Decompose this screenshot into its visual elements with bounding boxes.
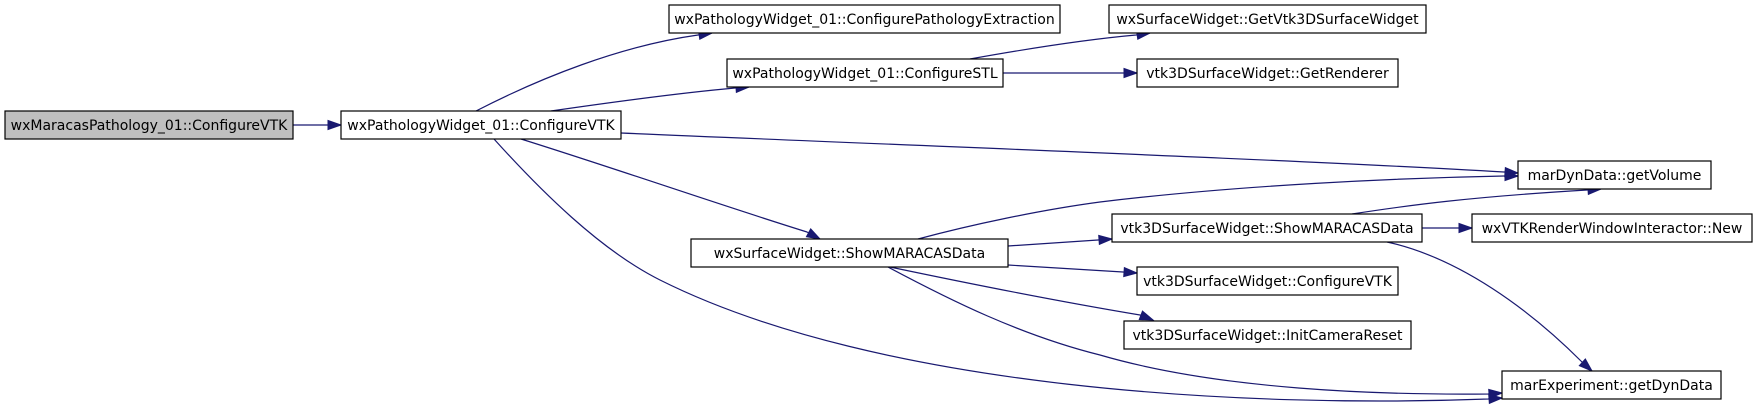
node-box [690, 238, 1009, 268]
arrowhead-icon [1578, 358, 1594, 373]
edge-line [493, 138, 1503, 402]
node-box [1136, 58, 1399, 88]
edge-pw_configureVTK-to-sw_showMARACASData [520, 138, 822, 240]
node-label: vtk3DSurfaceWidget::GetRenderer [1146, 66, 1389, 82]
node-v3d-initCameraReset[interactable]: vtk3DSurfaceWidget::InitCameraReset [1123, 320, 1412, 350]
node-pw-configureVTK[interactable]: wxPathologyWidget_01::ConfigureVTK [340, 110, 622, 140]
edge-pw_configureVTK-to-md_getVolume [620, 132, 1520, 178]
edge-line [620, 132, 1519, 174]
edge-v3d_showMARACASData-to-md_getVolume [1351, 184, 1603, 215]
node-box [1123, 320, 1412, 350]
node-label: wxVTKRenderWindowInteractor::New [1482, 221, 1743, 237]
node-label: wxSurfaceWidget::GetVtk3DSurfaceWidget [1116, 12, 1419, 28]
node-label: marExperiment::getDynData [1510, 378, 1713, 394]
edge-line [520, 138, 821, 240]
node-sw-showMARACASData[interactable]: wxSurfaceWidget::ShowMARACASData [690, 238, 1009, 268]
edge-line [475, 32, 713, 112]
arrowhead-icon [1488, 388, 1504, 400]
edge-line [550, 86, 750, 112]
arrowhead-icon [1504, 170, 1520, 182]
arrowhead-icon [805, 228, 822, 240]
node-box [1111, 213, 1423, 243]
edge-root-to-pw_configureVTK [293, 119, 343, 131]
edge-v3d_showMARACASData-to-rwi_new [1422, 222, 1474, 234]
edge-pw_configureVTK-to-pw_configureSTL [550, 82, 751, 112]
node-box [1501, 370, 1722, 400]
edge-line [1007, 264, 1138, 274]
node-sw-getVtk3DSurfaceWidget[interactable]: wxSurfaceWidget::GetVtk3DSurfaceWidget [1108, 4, 1427, 34]
node-box [726, 58, 1004, 88]
arrowhead-icon [1098, 234, 1114, 246]
node-label: wxPathologyWidget_01::ConfigureVTK [347, 118, 615, 134]
arrowhead-icon [1458, 222, 1474, 234]
edge-line [917, 175, 1518, 240]
node-label: wxPathologyWidget_01::ConfigurePathology… [674, 12, 1055, 28]
edge-line [889, 266, 1154, 321]
arrowhead-icon [1138, 310, 1155, 321]
arrowhead-icon [327, 119, 343, 131]
edge-line [1386, 241, 1593, 372]
node-box [340, 110, 622, 140]
node-label: vtk3DSurfaceWidget::ConfigureVTK [1143, 274, 1393, 290]
node-label: wxSurfaceWidget::ShowMARACASData [714, 246, 985, 262]
edge-line [1007, 238, 1113, 247]
edge-line [1351, 188, 1602, 215]
node-rwi-new[interactable]: wxVTKRenderWindowInteractor::New [1471, 213, 1753, 243]
edge-sw_showMARACASData-to-md_getVolume [917, 170, 1520, 240]
node-box [668, 4, 1061, 34]
node-label: vtk3DSurfaceWidget::ShowMARACASData [1120, 221, 1413, 237]
nodes-layer: wxMaracasPathology_01::ConfigureVTK wxPat… [4, 4, 1753, 400]
node-label: wxPathologyWidget_01::ConfigureSTL [732, 66, 998, 82]
node-box [1136, 266, 1399, 296]
edge-sw_showMARACASData-to-v3d_showMARACASData [1007, 234, 1114, 247]
node-box [1471, 213, 1753, 243]
arrowhead-icon [1123, 67, 1139, 79]
node-v3d-showMARACASData[interactable]: vtk3DSurfaceWidget::ShowMARACASData [1111, 213, 1423, 243]
node-box [4, 110, 294, 140]
arrowhead-icon [1123, 266, 1139, 278]
node-md-getVolume[interactable]: marDynData::getVolume [1517, 160, 1712, 190]
edges-layer [293, 29, 1603, 405]
node-v3d-configureVTK[interactable]: vtk3DSurfaceWidget::ConfigureVTK [1136, 266, 1399, 296]
node-label: vtk3DSurfaceWidget::InitCameraReset [1132, 328, 1403, 344]
edge-v3d_showMARACASData-to-me_getDynData [1386, 241, 1594, 373]
node-label: wxMaracasPathology_01::ConfigureVTK [11, 118, 288, 134]
edge-line [969, 32, 1151, 60]
node-v3d-getRenderer[interactable]: vtk3DSurfaceWidget::GetRenderer [1136, 58, 1399, 88]
edge-sw_showMARACASData-to-v3d_initCameraReset [889, 266, 1155, 321]
edge-pw_configureSTL-to-v3d_getRenderer [1003, 67, 1139, 79]
node-box [1108, 4, 1427, 34]
node-pw-configureSTL[interactable]: wxPathologyWidget_01::ConfigureSTL [726, 58, 1004, 88]
edge-pw_configureVTK-to-pw_configurePathologyExtraction [475, 29, 714, 112]
node-root[interactable]: wxMaracasPathology_01::ConfigureVTK [4, 110, 294, 140]
edge-sw_showMARACASData-to-me_getDynData [887, 266, 1504, 400]
node-box [1517, 160, 1712, 190]
edge-pw_configureSTL-to-sw_getVtk3DSurfaceWidget [969, 29, 1152, 60]
node-pw-configurePathologyExtraction[interactable]: wxPathologyWidget_01::ConfigurePathology… [668, 4, 1061, 34]
edge-line [887, 266, 1503, 395]
node-label: marDynData::getVolume [1528, 168, 1702, 184]
node-me-getDynData[interactable]: marExperiment::getDynData [1501, 370, 1722, 400]
edge-sw_showMARACASData-to-v3d_configureVTK [1007, 264, 1139, 278]
